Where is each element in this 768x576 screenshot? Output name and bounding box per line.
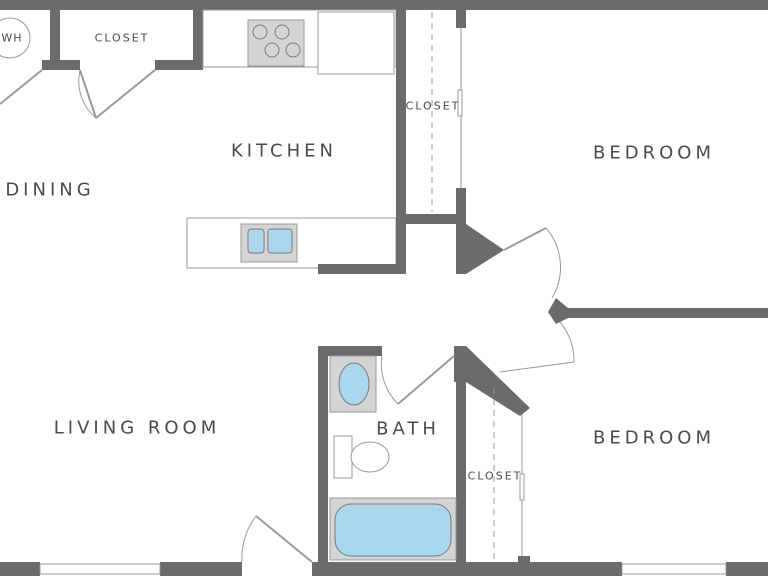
closet-door-right	[95, 69, 156, 119]
burner-1	[252, 24, 268, 40]
wall-bottom-left	[0, 562, 40, 576]
burner-4	[285, 42, 301, 58]
entry-door	[255, 515, 313, 563]
sink-right-icon	[267, 228, 293, 254]
wall-closet-mid-right-low	[456, 188, 466, 224]
wall-top	[0, 0, 768, 10]
wall-bottom-right-a	[312, 562, 622, 576]
wall-kitchen-right	[396, 10, 406, 274]
refrigerator-icon	[317, 11, 395, 75]
sink-left-icon	[247, 228, 265, 254]
toilet-bowl-icon	[350, 441, 390, 473]
wall-bath-top	[318, 346, 382, 356]
wall-closet-left-bottom	[42, 60, 80, 70]
burner-2	[274, 24, 290, 40]
wall-closet-left	[50, 10, 60, 70]
wall-bath-right	[456, 346, 466, 562]
bath-door-swing	[380, 355, 399, 405]
closet-door-left-swing	[78, 69, 97, 119]
wall-bedrooms-divider	[562, 308, 768, 318]
bedroom-top-door-swing	[545, 227, 562, 299]
wall-wedge-top	[456, 224, 504, 274]
wall-bottom-mid	[160, 562, 242, 576]
entry-door-swing	[241, 515, 257, 563]
bedroom-bottom-door-swing	[499, 321, 575, 373]
toilet-tank-icon	[333, 435, 353, 479]
bath-sink-icon	[338, 362, 370, 406]
wall-closet-mid-right-top	[456, 10, 466, 28]
wall-closet-mid-bottom	[406, 214, 466, 224]
bath-door	[397, 355, 455, 405]
closet-mid-door-track	[457, 89, 463, 117]
water-heater-icon	[0, 17, 31, 59]
bathtub-icon	[334, 503, 452, 557]
wall-closet-right	[193, 10, 203, 70]
wall-bottom-right-b	[726, 562, 768, 576]
wall-wedge-bottom	[454, 346, 530, 416]
closet-bottom-cap	[518, 556, 530, 562]
burner-3	[264, 42, 280, 58]
closet-door-left	[79, 69, 97, 119]
window-bottom-right	[621, 563, 727, 575]
wall-divider-end	[548, 298, 568, 324]
wall-closet-right-bottom	[155, 60, 203, 70]
window-bottom-left	[39, 563, 161, 575]
wh-door	[0, 69, 43, 105]
bedroom-top-door	[503, 227, 547, 251]
wall-bath-left	[318, 346, 328, 562]
wall-kitchen-bottom	[318, 264, 406, 274]
closet-bottom-door-track	[519, 473, 525, 501]
